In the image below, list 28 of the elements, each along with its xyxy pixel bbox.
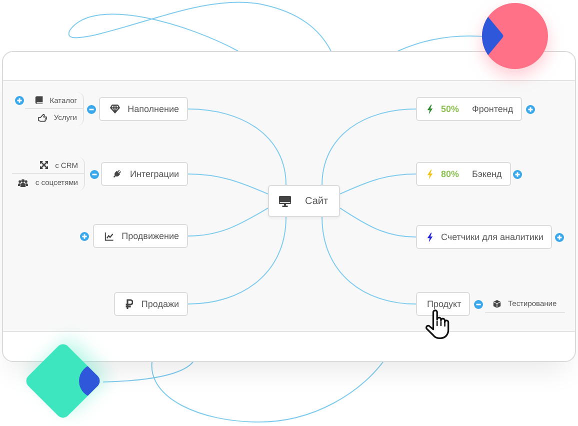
connector (322, 108, 416, 186)
topic-label: Сайт (305, 196, 328, 206)
connector (188, 108, 287, 186)
topic-box (416, 97, 522, 121)
connector (188, 208, 268, 236)
topic-box (114, 292, 188, 316)
topic-label: Фронтенд (472, 104, 514, 114)
topic-label: Продукт (427, 299, 462, 309)
connector (340, 208, 416, 238)
topic-box (416, 225, 552, 249)
progress-value: 80% (441, 169, 460, 179)
topic-label: Продвижение (122, 231, 179, 241)
connector (188, 174, 268, 194)
connector (322, 216, 416, 304)
topic-label: Бэкенд (472, 169, 502, 179)
central-topic-box (268, 185, 340, 217)
topic-box (416, 292, 470, 316)
connector (340, 174, 416, 194)
topic-box (101, 162, 188, 186)
topic-label: Продажи (141, 299, 179, 309)
connector (188, 216, 287, 304)
topic-box (98, 97, 188, 121)
topic-label: Наполнение (128, 104, 179, 114)
topic-label: Интеграции (130, 169, 179, 179)
progress-value: 50% (441, 104, 460, 114)
topic-box (416, 162, 511, 186)
topic-box (92, 224, 188, 248)
topic-label: Счетчики для аналитики (441, 232, 544, 242)
